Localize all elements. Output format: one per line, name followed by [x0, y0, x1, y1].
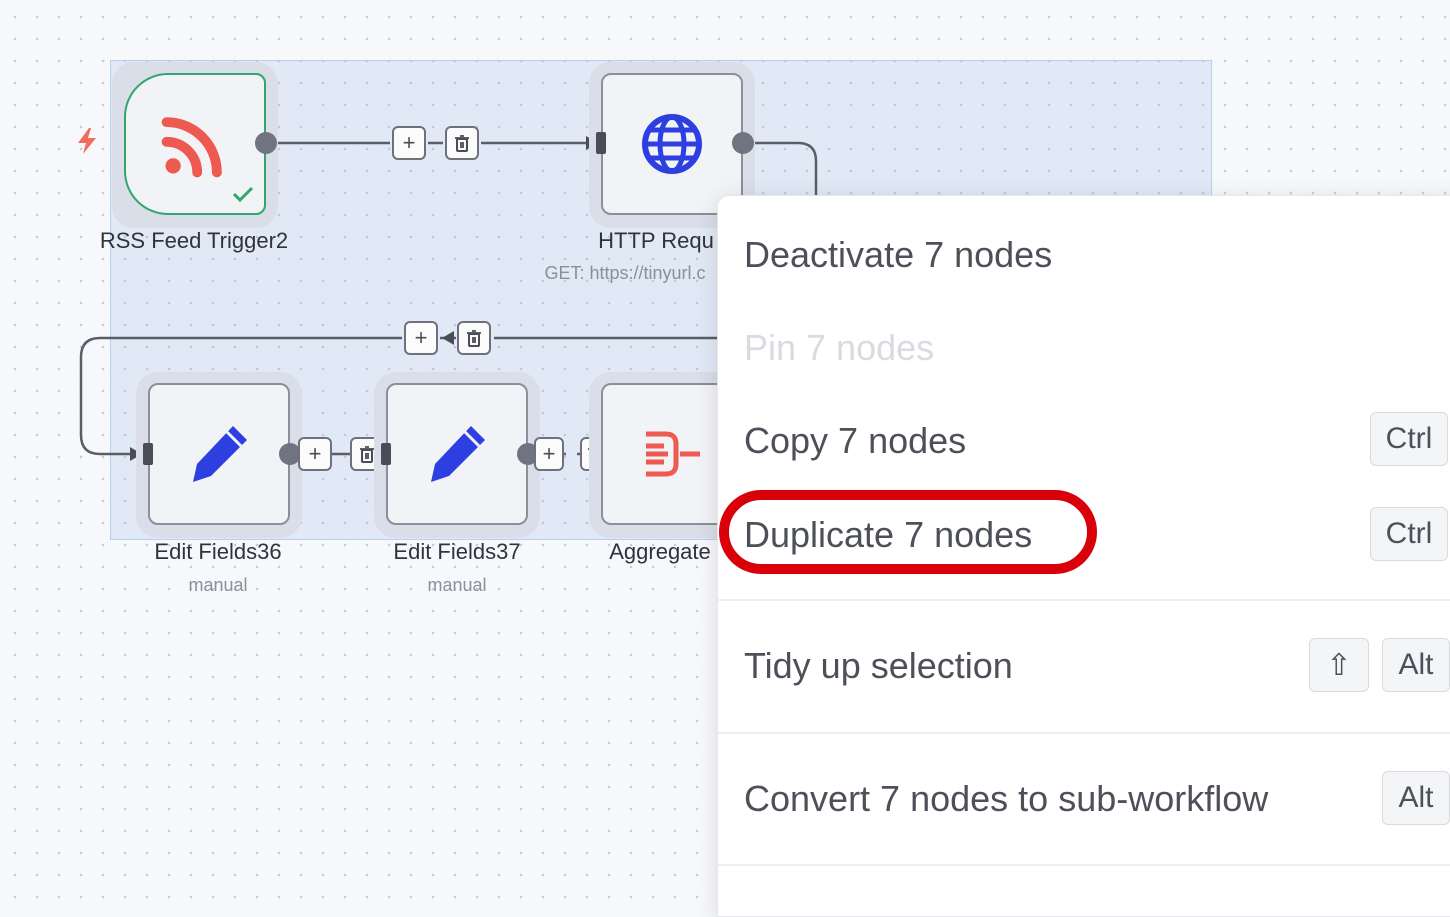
delete-connection-button[interactable]	[457, 321, 491, 355]
node-rss-feed-trigger[interactable]	[124, 73, 266, 215]
input-handle[interactable]	[381, 443, 391, 465]
node-title: RSS Feed Trigger2	[99, 228, 289, 253]
input-handle[interactable]	[596, 132, 606, 154]
shortcut-key: Ctrl	[1370, 507, 1448, 561]
node-title: Edit Fields37	[393, 539, 521, 564]
shift-key-icon: ⇧	[1309, 638, 1369, 692]
highlight-annotation	[719, 490, 1097, 574]
menu-divider	[718, 864, 1450, 866]
output-handle[interactable]	[732, 132, 754, 154]
node-subtitle: GET: https://tinyurl.c	[544, 263, 706, 283]
menu-item-pin[interactable]: Pin 7 nodes	[744, 327, 935, 368]
bolt-icon	[78, 128, 96, 154]
menu-item-tidy-up[interactable]: Tidy up selection	[744, 645, 1013, 686]
node-title: Aggregate	[609, 539, 711, 564]
node-subtitle: manual	[188, 575, 248, 595]
output-handle[interactable]	[517, 443, 539, 465]
output-handle[interactable]	[279, 443, 301, 465]
node-http-request[interactable]	[601, 73, 743, 215]
menu-divider	[718, 599, 1450, 601]
pencil-icon	[431, 426, 485, 482]
menu-item-duplicate[interactable]: Duplicate 7 nodes	[744, 514, 1033, 555]
check-icon	[232, 186, 254, 203]
output-handle[interactable]	[255, 132, 277, 154]
node-title: Edit Fields36	[154, 539, 282, 564]
input-handle[interactable]	[143, 443, 153, 465]
menu-divider	[718, 732, 1450, 734]
globe-icon	[642, 114, 702, 174]
shortcut-key: Alt	[1382, 638, 1450, 692]
node-edit-fields36[interactable]	[148, 383, 290, 525]
trash-icon	[360, 446, 374, 463]
edge-http-edit36	[754, 141, 818, 195]
trash-icon	[455, 135, 469, 152]
node-title: HTTP Requ	[598, 228, 714, 253]
trash-icon	[467, 330, 481, 347]
menu-item-deactivate[interactable]: Deactivate 7 nodes	[744, 234, 1053, 275]
aggregate-icon	[646, 431, 700, 477]
add-node-button[interactable]: +	[392, 126, 426, 160]
add-node-button[interactable]: +	[534, 437, 564, 471]
shortcut-key: Alt	[1382, 771, 1450, 825]
menu-item-convert-sub-workflow[interactable]: Convert 7 nodes to sub-workflow	[744, 778, 1269, 819]
add-node-button[interactable]: +	[298, 437, 332, 471]
menu-item-copy[interactable]: Copy 7 nodes	[744, 420, 967, 461]
node-edit-fields37[interactable]	[386, 383, 528, 525]
add-node-button[interactable]: +	[404, 321, 438, 355]
edge-arrowhead	[442, 331, 454, 345]
rss-icon	[161, 117, 222, 178]
pencil-icon	[193, 426, 247, 482]
delete-connection-button[interactable]	[445, 126, 479, 160]
shortcut-key: Ctrl	[1370, 412, 1448, 466]
node-subtitle: manual	[427, 575, 487, 595]
